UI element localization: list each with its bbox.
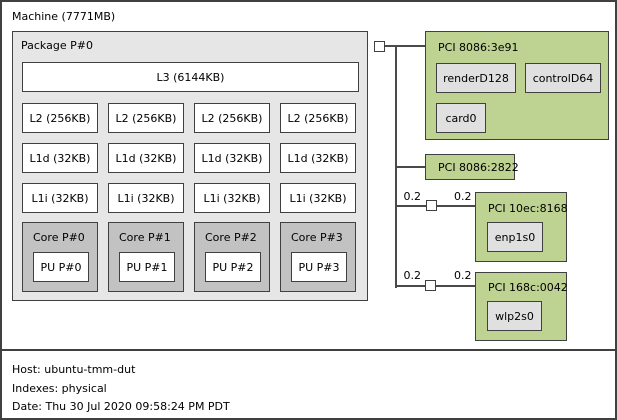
l1i-cache: L1i (32KB) [280,183,356,213]
connector-line [436,285,475,287]
machine-box-bottom-border [2,349,615,351]
pci-device-label: PCI 8086:2822 [438,161,519,174]
core-box: Core P#3 PU P#3 [280,222,356,292]
pci-device-gpu: PCI 8086:3e91 renderD128 controlD64 card… [425,31,609,140]
link-speed-label: 0.2 [403,190,422,203]
pci-bridge-connector [426,200,437,211]
core-label: Core P#1 [119,231,171,244]
pu-box: PU P#3 [291,252,347,282]
os-device-enp1s0: enp1s0 [487,222,543,252]
package-label: Package P#0 [21,39,93,52]
pci-device-ethernet: PCI 10ec:8168 enp1s0 [475,192,568,262]
l1d-cache: L1d (32KB) [22,143,98,173]
pci-device-label: PCI 10ec:8168 [488,202,568,215]
l1d-cache: L1d (32KB) [280,143,356,173]
pu-box: PU P#2 [205,252,261,282]
pci-device-label: PCI 8086:3e91 [438,41,519,54]
l1i-cache: L1i (32KB) [22,183,98,213]
os-device-renderD128: renderD128 [436,63,516,93]
connector-line [437,205,475,207]
package-box: Package P#0 L3 (6144KB) L2 (256KB) L2 (2… [12,31,368,301]
connector-line [385,45,425,47]
l2-cache: L2 (256KB) [194,103,270,133]
l2-cache: L2 (256KB) [108,103,184,133]
l1i-cache: L1i (32KB) [108,183,184,213]
pci-bridge-connector [425,280,436,291]
connector-line [397,205,426,207]
link-speed-label: 0.2 [454,190,472,203]
l1d-cache: L1d (32KB) [108,143,184,173]
machine-label: Machine (7771MB) [12,10,116,23]
l2-cache: L2 (256KB) [22,103,98,133]
core-label: Core P#2 [205,231,257,244]
os-device-card0: card0 [436,103,486,133]
pci-device-wifi: PCI 168c:0042 wlp2s0 [475,272,568,341]
pu-box: PU P#0 [33,252,89,282]
core-label: Core P#0 [33,231,85,244]
l2-cache: L2 (256KB) [280,103,356,133]
connector-trunk-line [395,45,397,288]
os-device-controlD64: controlD64 [525,63,601,93]
core-box: Core P#2 PU P#2 [194,222,270,292]
legend-indexes: Indexes: physical [12,382,107,395]
pu-box: PU P#1 [119,252,175,282]
pci-device-sata: PCI 8086:2822 [425,154,519,180]
link-speed-label: 0.2 [454,269,472,282]
hostbridge-connector [374,41,385,52]
os-device-wlp2s0: wlp2s0 [487,301,542,331]
l3-cache: L3 (6144KB) [22,62,359,92]
l1i-cache: L1i (32KB) [194,183,270,213]
core-box: Core P#0 PU P#0 [22,222,98,292]
core-box: Core P#1 PU P#1 [108,222,184,292]
link-speed-label: 0.2 [403,269,422,282]
pci-device-label: PCI 168c:0042 [488,281,568,294]
connector-line [397,285,425,287]
l1d-cache: L1d (32KB) [194,143,270,173]
connector-line [397,166,425,168]
legend-host: Host: ubuntu-tmm-dut [12,363,136,376]
core-label: Core P#3 [291,231,343,244]
legend-date: Date: Thu 30 Jul 2020 09:58:24 PM PDT [12,400,230,413]
